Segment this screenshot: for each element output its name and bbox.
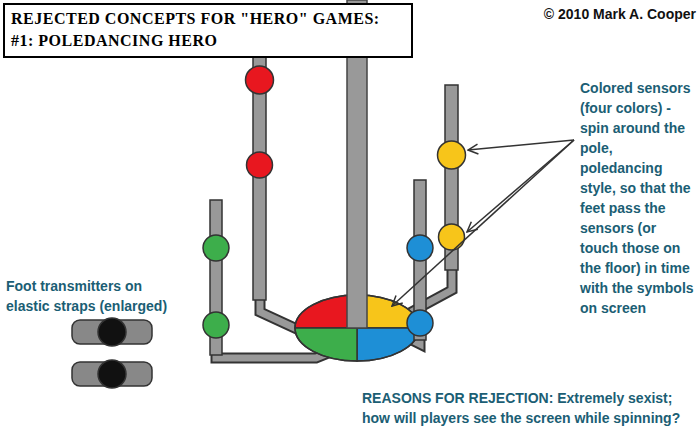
foot-transmitter	[72, 360, 152, 388]
rejection-note: REASONS FOR REJECTION: Extremely sexist;…	[362, 388, 696, 428]
title-box: REJECTED CONCEPTS FOR "HERO" GAMES: #1: …	[3, 3, 413, 58]
foot-transmitter	[72, 318, 152, 346]
green-sensor	[203, 235, 229, 261]
sensor-callout: Colored sensors (four colors) - spin aro…	[580, 78, 696, 318]
yellow-sensor	[439, 224, 465, 250]
callout-arrows	[392, 140, 574, 306]
green-sensor	[203, 312, 229, 338]
copyright: © 2010 Mark A. Cooper	[540, 6, 696, 22]
blue-sensor	[407, 310, 433, 336]
transmitter-label: Foot transmitters on elastic straps (enl…	[6, 276, 186, 316]
red-sensor	[246, 66, 274, 94]
blue-sensor	[407, 235, 433, 261]
yellow-sensor	[438, 141, 466, 169]
title: REJECTED CONCEPTS FOR "HERO" GAMES: #1: …	[11, 8, 403, 52]
red-sensor	[247, 152, 273, 178]
